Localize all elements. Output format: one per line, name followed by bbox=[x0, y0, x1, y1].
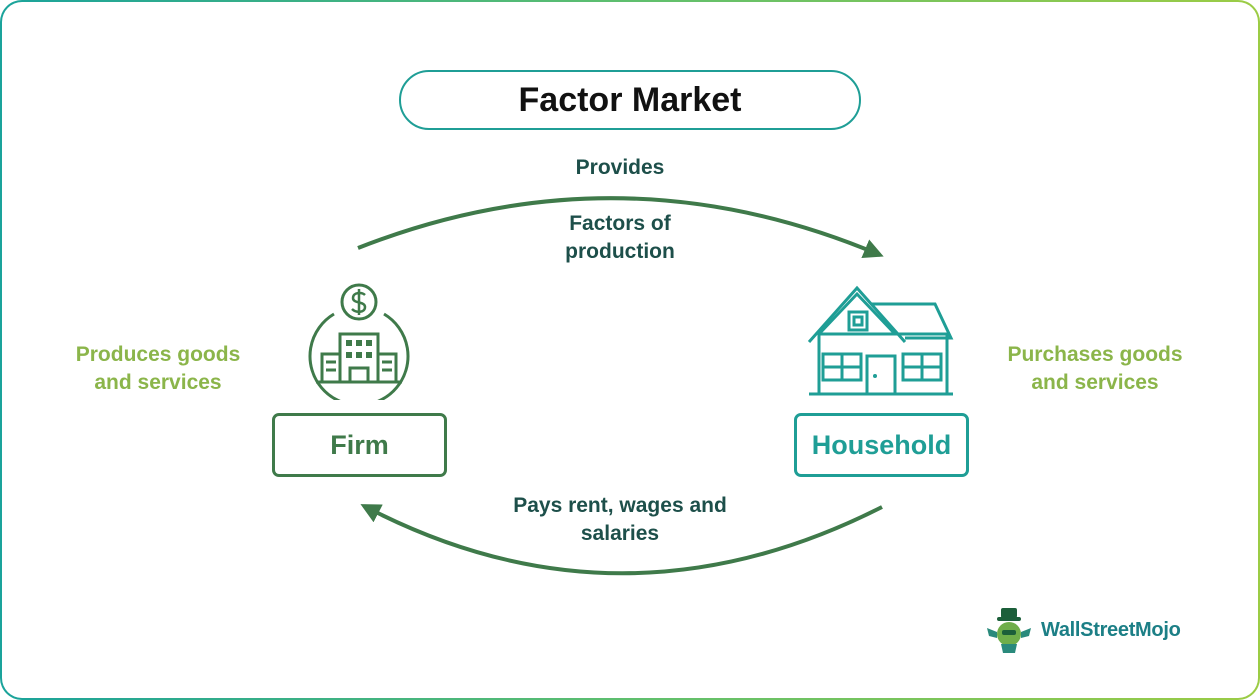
bottom-flow-label: Pays rent, wages and salaries bbox=[513, 494, 727, 545]
office-building-icon bbox=[316, 332, 402, 384]
house-icon bbox=[807, 285, 954, 396]
diagram-title: Factor Market bbox=[399, 70, 861, 130]
icon-ring bbox=[308, 312, 410, 400]
household-node: Household bbox=[794, 413, 969, 477]
bottom-arrow bbox=[360, 504, 883, 576]
firm-node: Firm bbox=[272, 413, 447, 477]
brand-mascot-icon bbox=[987, 608, 1031, 653]
firm-icon bbox=[308, 283, 410, 400]
top-arrow bbox=[357, 196, 884, 258]
dollar-coin-icon bbox=[340, 283, 378, 321]
brand-logo: WallStreetMojo bbox=[985, 606, 1215, 654]
top-flow-object: Factors of production bbox=[565, 212, 675, 263]
top-flow-verb: Provides bbox=[575, 156, 665, 179]
household-description: Purchases goods and services bbox=[1007, 343, 1183, 394]
firm-description: Produces goods and services bbox=[75, 343, 241, 394]
brand-name: WallStreetMojo bbox=[1041, 618, 1181, 641]
